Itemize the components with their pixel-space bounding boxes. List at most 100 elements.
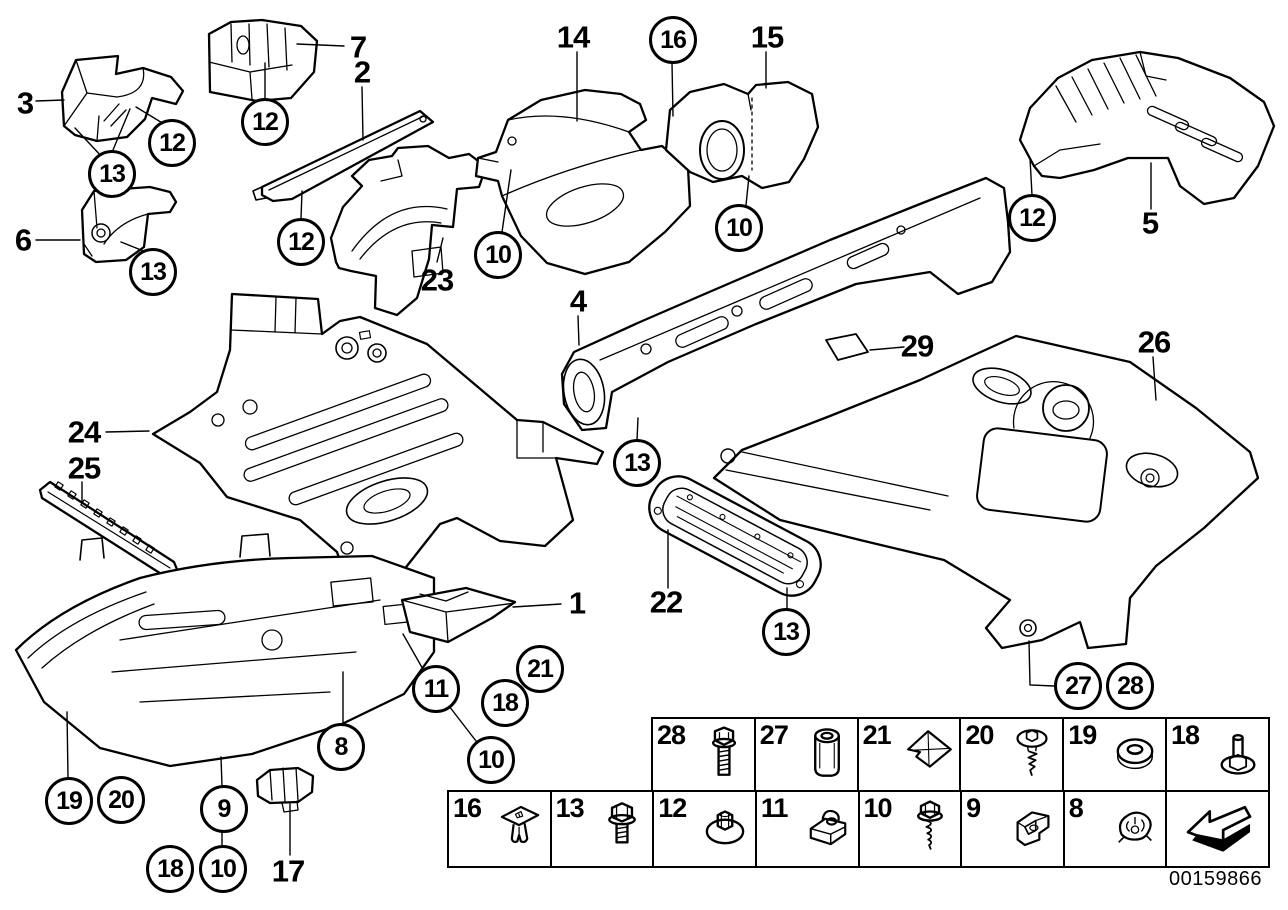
fastener-callout-19[interactable]: 19 bbox=[45, 777, 93, 825]
legend-cell-number: 9 bbox=[966, 793, 981, 823]
expanding-nut-icon bbox=[491, 797, 549, 855]
fastener-callout-10[interactable]: 10 bbox=[467, 736, 515, 784]
legend-cell-number: 27 bbox=[759, 720, 789, 750]
part-label-26[interactable]: 26 bbox=[1137, 324, 1171, 360]
fastener-callout-9[interactable]: 9 bbox=[200, 785, 248, 833]
part-17-drawing bbox=[255, 766, 315, 813]
leader-lines bbox=[35, 43, 1157, 856]
legend-cell-10[interactable]: 10 bbox=[857, 790, 963, 868]
legend-cell-number: 28 bbox=[657, 720, 686, 750]
legend-cell-21[interactable]: 21 bbox=[856, 717, 962, 792]
part-2-drawing bbox=[252, 109, 435, 203]
legend-cell-continuation[interactable] bbox=[1165, 790, 1270, 868]
fastener-callout-16[interactable]: 16 bbox=[649, 16, 697, 64]
washer-screw-icon bbox=[1003, 724, 1061, 782]
part-label-2[interactable]: 2 bbox=[353, 54, 371, 90]
part-label-3[interactable]: 3 bbox=[16, 85, 34, 121]
hex-bolt-icon bbox=[593, 797, 651, 855]
fastener-callout-20[interactable]: 20 bbox=[97, 776, 145, 824]
fastener-callout-11[interactable]: 11 bbox=[412, 665, 460, 713]
part-26-drawing bbox=[712, 334, 1260, 650]
legend-cell-18[interactable]: 18 bbox=[1164, 717, 1270, 792]
part-5-drawing bbox=[1018, 50, 1276, 206]
legend-cell-19[interactable]: 19 bbox=[1062, 717, 1167, 792]
part-22-drawing bbox=[648, 475, 822, 597]
legend-cell-number: 13 bbox=[555, 793, 585, 823]
bolt-long-icon bbox=[695, 724, 753, 782]
adhesive-foil-icon bbox=[900, 724, 958, 782]
part-label-5[interactable]: 5 bbox=[1141, 205, 1159, 241]
part-24-drawing bbox=[151, 292, 605, 586]
part-25-drawing bbox=[38, 480, 180, 579]
part-15-drawing bbox=[664, 80, 820, 190]
legend-cell-number: 11 bbox=[760, 793, 789, 823]
fastener-callout-12[interactable]: 12 bbox=[277, 218, 325, 266]
legend-cell-number: 21 bbox=[862, 720, 892, 750]
fastener-callout-8[interactable]: 8 bbox=[317, 723, 365, 771]
legend-cell-27[interactable]: 27 bbox=[753, 717, 859, 792]
part-8-drawing bbox=[14, 533, 436, 768]
cage-nut-icon bbox=[799, 797, 857, 855]
part-label-25[interactable]: 25 bbox=[67, 450, 101, 486]
legend-cell-number: 20 bbox=[965, 720, 994, 750]
fastener-callout-13[interactable]: 13 bbox=[762, 608, 810, 656]
legend-cell-13[interactable]: 13 bbox=[549, 790, 655, 868]
part-label-17[interactable]: 17 bbox=[271, 853, 305, 889]
clamp-nut-icon bbox=[1004, 797, 1062, 855]
legend-cell-number: 18 bbox=[1170, 720, 1200, 750]
part-label-1[interactable]: 1 bbox=[568, 585, 586, 621]
part-29-drawing bbox=[825, 333, 869, 361]
tapping-screw-icon bbox=[901, 797, 959, 855]
spring-clip-icon bbox=[1106, 797, 1164, 855]
legend-cell-number: 8 bbox=[1068, 793, 1084, 823]
fastener-callout-18[interactable]: 18 bbox=[146, 845, 194, 893]
fastener-callout-12[interactable]: 12 bbox=[241, 98, 289, 146]
legend-cell-number: 10 bbox=[863, 793, 893, 823]
continuation-arrow-icon bbox=[1180, 798, 1256, 860]
fastener-callout-13[interactable]: 13 bbox=[88, 150, 136, 198]
fastener-callout-13[interactable]: 13 bbox=[129, 248, 177, 296]
legend-cell-11[interactable]: 11 bbox=[754, 790, 860, 868]
legend-cell-9[interactable]: 9 bbox=[960, 790, 1065, 868]
fastener-callout-12[interactable]: 12 bbox=[148, 119, 196, 167]
fastener-callout-10[interactable]: 10 bbox=[199, 845, 247, 893]
fastener-callout-28[interactable]: 28 bbox=[1106, 662, 1154, 710]
fastener-callout-27[interactable]: 27 bbox=[1054, 662, 1102, 710]
part-label-6[interactable]: 6 bbox=[14, 222, 32, 258]
legend-cell-20[interactable]: 20 bbox=[959, 717, 1065, 792]
part-23-drawing bbox=[329, 144, 488, 317]
part-label-15[interactable]: 15 bbox=[750, 19, 784, 55]
fastener-callout-10[interactable]: 10 bbox=[474, 231, 522, 279]
part-label-4[interactable]: 4 bbox=[569, 283, 587, 319]
part-label-29[interactable]: 29 bbox=[900, 328, 934, 364]
part-14-drawing bbox=[474, 88, 692, 276]
document-number: 00159866 bbox=[1169, 868, 1262, 890]
part-label-7[interactable]: 7 bbox=[349, 29, 367, 65]
part-label-24[interactable]: 24 bbox=[67, 414, 101, 450]
stud-grommet-icon bbox=[1209, 724, 1267, 782]
fastener-callout-18[interactable]: 18 bbox=[481, 679, 529, 727]
fastener-callout-21[interactable]: 21 bbox=[516, 645, 564, 693]
fastener-callout-10[interactable]: 10 bbox=[715, 204, 763, 252]
legend-cell-16[interactable]: 16 bbox=[447, 790, 552, 868]
part-label-14[interactable]: 14 bbox=[556, 19, 590, 55]
legend-cell-12[interactable]: 12 bbox=[652, 790, 757, 868]
washer-icon bbox=[1106, 724, 1164, 782]
legend-row-1: 28 27 21 20 19 18 bbox=[651, 717, 1270, 792]
sleeve-nut-icon bbox=[798, 724, 856, 782]
part-1-drawing bbox=[400, 586, 517, 644]
nut-washer-icon bbox=[696, 797, 754, 855]
part-3-drawing bbox=[60, 54, 185, 143]
legend-cell-number: 16 bbox=[453, 793, 482, 823]
legend-cell-number: 19 bbox=[1068, 720, 1097, 750]
part-label-23[interactable]: 23 bbox=[420, 262, 454, 298]
part-4-drawing bbox=[560, 176, 1012, 432]
part-7-drawing bbox=[207, 18, 319, 103]
fastener-callout-13[interactable]: 13 bbox=[613, 439, 661, 487]
part-label-22[interactable]: 22 bbox=[649, 584, 683, 620]
legend-cell-28[interactable]: 28 bbox=[651, 717, 756, 792]
legend-cell-8[interactable]: 8 bbox=[1062, 790, 1168, 868]
fastener-callout-12[interactable]: 12 bbox=[1008, 194, 1056, 242]
